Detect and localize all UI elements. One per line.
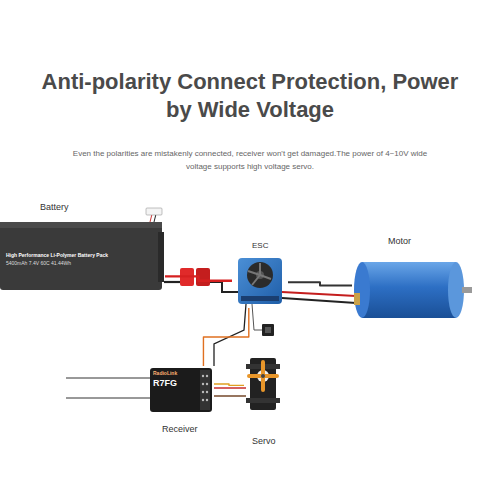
motor <box>354 262 370 318</box>
battery-pack <box>0 222 162 290</box>
battery-wire <box>164 282 182 283</box>
receiver-body <box>206 399 208 401</box>
balance-lead <box>146 208 162 215</box>
servo-node: Servo <box>244 350 284 448</box>
antenna <box>66 378 150 379</box>
wire-connector <box>214 384 244 385</box>
esc-body <box>241 296 279 301</box>
battery-print: 5400mAh 7.4V 60C 41.44Wh <box>6 261 71 267</box>
servo-body <box>246 398 280 403</box>
servo-wire <box>214 387 246 388</box>
esc-body <box>247 262 273 288</box>
servo-wire <box>214 388 246 396</box>
receiver-body <box>200 370 210 410</box>
battery-node: BatteryHigh Performance Li-Polymer Batte… <box>0 200 165 292</box>
title: Anti-polarity Connect Protection, Power … <box>30 68 470 123</box>
part-label: ESC <box>252 241 268 250</box>
servo-body <box>261 374 265 378</box>
motor <box>448 262 464 318</box>
motor <box>354 293 360 305</box>
receiver-body <box>202 375 204 377</box>
receiver-body <box>202 391 204 393</box>
receiver-body <box>150 368 212 412</box>
servo-wire <box>214 395 246 396</box>
brand-print: RadioLink <box>153 371 177 377</box>
esc-wire <box>214 304 246 366</box>
switch <box>262 324 274 336</box>
part-label: Servo <box>252 436 276 446</box>
part-label: Receiver <box>162 424 198 434</box>
subtitle: Even the polarities are mistakenly conne… <box>70 148 430 174</box>
switch <box>262 324 274 336</box>
battery-pack <box>0 222 162 228</box>
motor <box>354 262 472 318</box>
receiver-body <box>206 375 208 377</box>
receiver-node: RadioLinkR7FG Receiver <box>148 366 214 438</box>
model-print: R7FG <box>153 378 177 388</box>
part-label: Motor <box>388 236 411 246</box>
battery-wire <box>164 281 182 283</box>
switch <box>265 327 271 333</box>
esc-wire <box>210 282 356 366</box>
esc-body <box>238 258 282 304</box>
esc-wire <box>282 292 356 296</box>
receiver-body <box>150 368 212 412</box>
esc-node: ESC <box>232 240 288 308</box>
servo-body <box>246 358 280 410</box>
wire-connector <box>288 282 352 285</box>
wire-connector <box>165 276 232 280</box>
antenna <box>66 398 150 399</box>
esc-wire <box>210 282 238 292</box>
esc-wire <box>252 304 262 330</box>
esc-body <box>238 258 282 304</box>
servo-body <box>249 362 277 390</box>
battery-pack <box>158 232 164 282</box>
receiver-body <box>202 399 204 401</box>
motor <box>362 262 456 318</box>
battery-print: High Performance Li-Polymer Battery Pack <box>6 253 108 259</box>
motor-node: Motor <box>352 234 474 320</box>
wire-connector <box>203 308 248 366</box>
receiver-body <box>206 391 208 393</box>
receiver-body <box>206 383 208 385</box>
receiver-body <box>202 383 204 385</box>
part-label: Battery <box>40 202 69 212</box>
esc-wire <box>282 298 356 303</box>
motor <box>462 287 472 293</box>
esc-body <box>248 263 271 285</box>
battery-pack <box>0 222 164 290</box>
balance-lead <box>146 208 162 222</box>
antenna <box>66 378 150 398</box>
